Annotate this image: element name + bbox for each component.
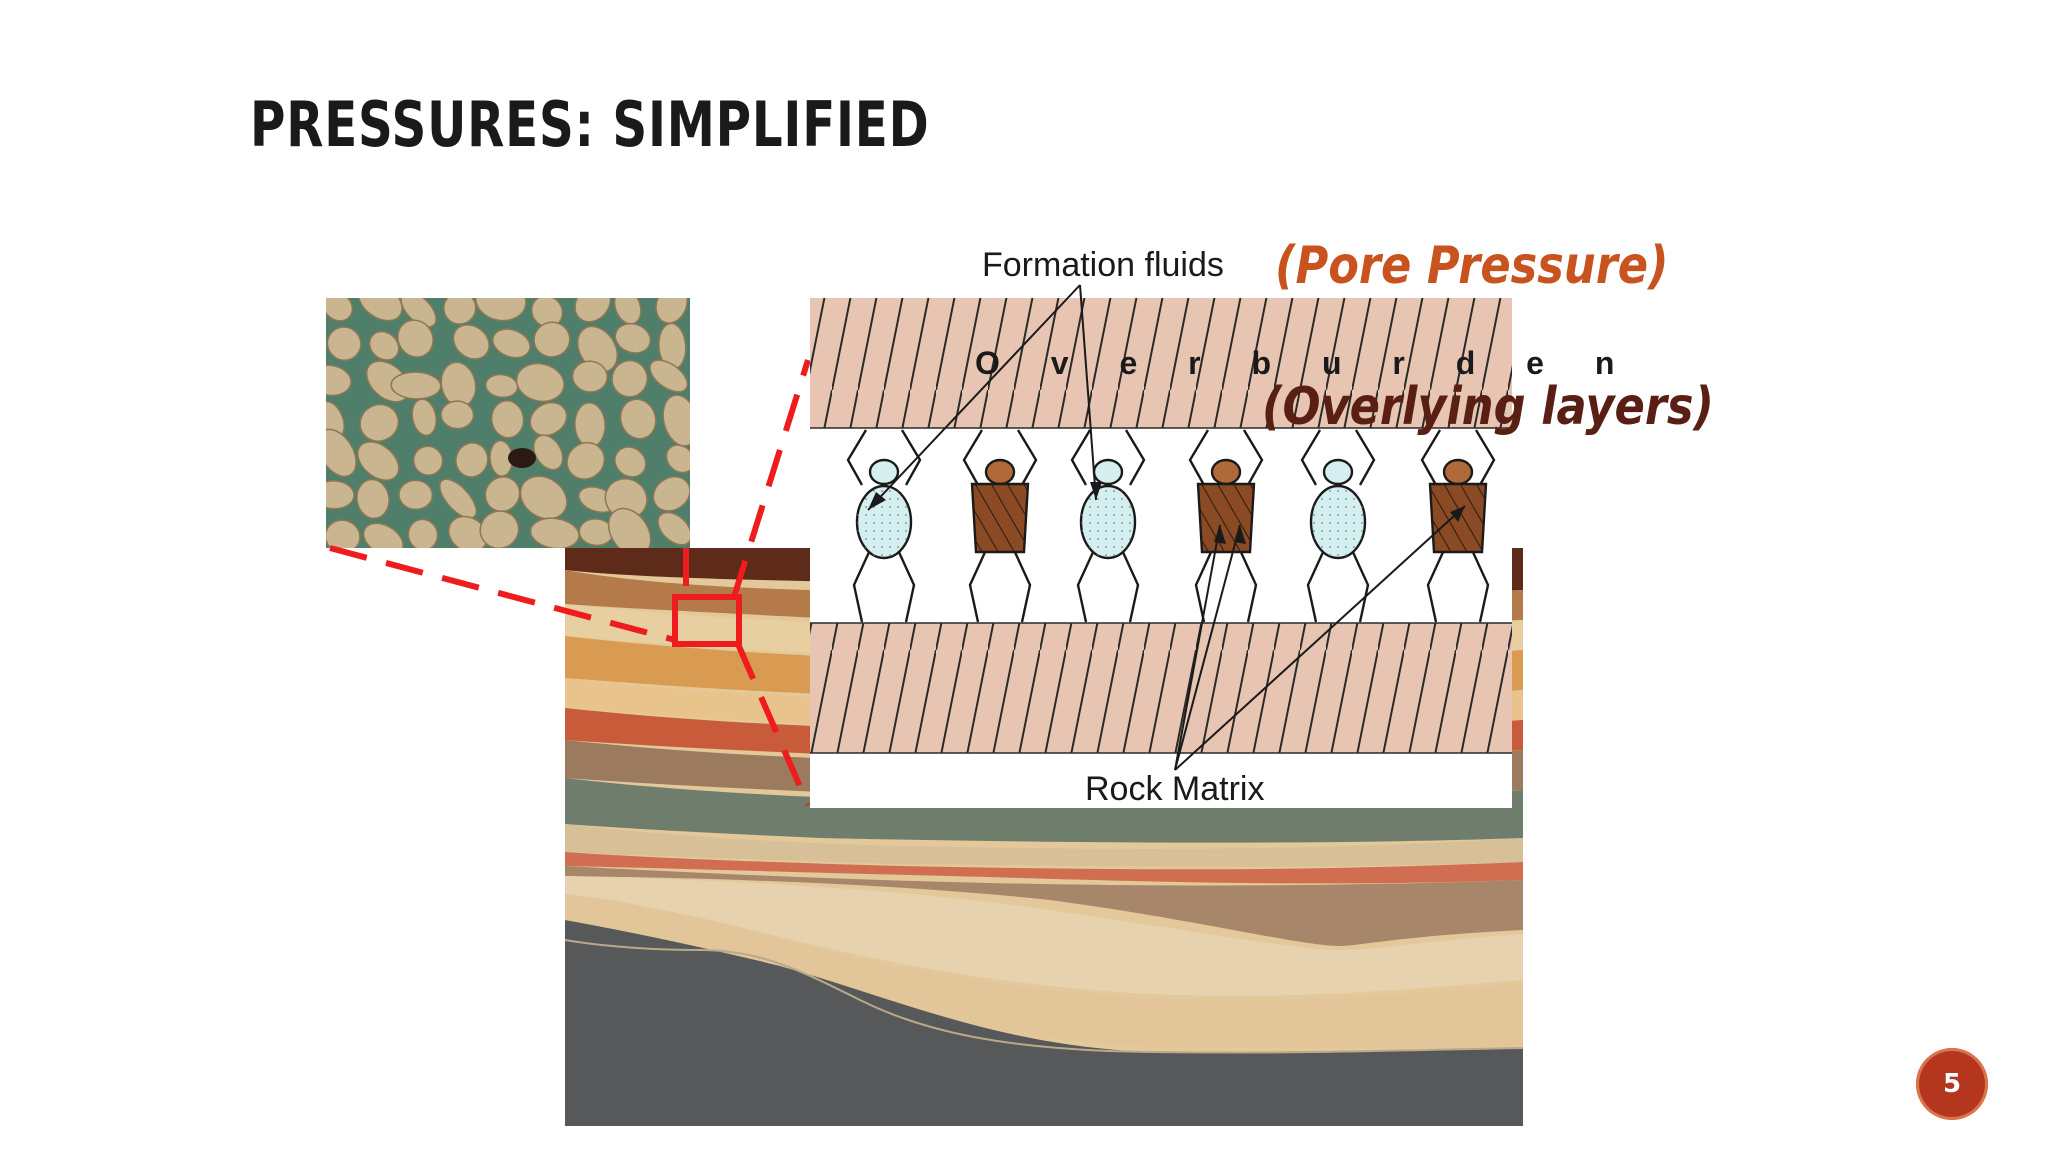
sand-grain xyxy=(533,321,571,358)
sand-grain xyxy=(368,330,400,361)
sand-grain xyxy=(359,403,400,442)
formation-fluids-label: Formation fluids xyxy=(982,246,1224,284)
sand-grain xyxy=(412,445,444,476)
sand-grain xyxy=(607,507,652,548)
pointer-arrows xyxy=(867,284,1466,771)
sand-grain xyxy=(529,517,580,548)
fluid-figure xyxy=(1300,429,1376,623)
overburden-label: O v e r b u r d e n xyxy=(975,345,1636,381)
sand-grain xyxy=(474,298,527,322)
sand-grain xyxy=(490,400,525,439)
slide-title: PRESSURES: SIMPLIFIED xyxy=(250,88,930,161)
sand-grain xyxy=(611,359,649,398)
sand-grain xyxy=(443,298,477,325)
sand-grain xyxy=(655,298,688,324)
sand-grain xyxy=(455,442,489,478)
sand-grain xyxy=(439,478,478,519)
sand-grain xyxy=(326,326,362,361)
sand-grain xyxy=(492,328,531,359)
pressure-diagram xyxy=(810,284,1512,808)
sand-grain xyxy=(452,324,490,360)
sand-grain xyxy=(362,522,404,548)
sand-grain xyxy=(515,362,565,403)
sand-grain xyxy=(484,476,521,513)
sand-grain xyxy=(398,479,434,511)
sand-grain xyxy=(411,398,437,437)
sand-grain xyxy=(519,475,568,520)
sand-grain xyxy=(571,360,608,393)
sand-grain xyxy=(479,510,520,548)
zoom-box xyxy=(672,594,742,647)
sand-grain xyxy=(619,398,657,440)
sand-grain xyxy=(566,441,606,480)
sand-grain xyxy=(657,511,690,546)
sand-grain xyxy=(326,480,355,510)
sand-grain xyxy=(440,400,475,430)
sand-grain xyxy=(665,444,690,474)
sand-grain xyxy=(614,322,652,354)
sand-grain xyxy=(576,325,619,373)
rock-figure xyxy=(962,429,1038,623)
sand-grain xyxy=(357,441,400,481)
sand-grain xyxy=(357,298,403,322)
sand-grain xyxy=(397,319,434,358)
zoom-lines xyxy=(329,359,811,807)
sand-grain xyxy=(326,519,361,548)
sand-grain xyxy=(574,298,612,323)
sand-grain xyxy=(326,428,357,478)
fluid-figure xyxy=(846,429,922,623)
page-number-badge: 5 xyxy=(1916,1048,1988,1120)
sand-grain xyxy=(407,518,439,548)
sand-grain xyxy=(447,515,488,548)
sand-grain xyxy=(484,373,519,399)
sandstone-photo xyxy=(326,298,690,548)
sand-grain xyxy=(326,298,354,322)
overlying-layers-annotation: (Overlying layers) xyxy=(1262,377,1714,437)
sand-grain xyxy=(652,476,690,512)
sand-grain xyxy=(614,446,647,478)
sand-grain xyxy=(529,401,568,437)
sand-grain xyxy=(662,394,690,447)
rock-matrix-label: Rock Matrix xyxy=(1085,770,1265,808)
pore-pressure-annotation: (Pore Pressure) xyxy=(1275,236,1669,296)
sand-grain xyxy=(400,298,437,328)
fluid-figure xyxy=(1070,429,1146,623)
sand-grain xyxy=(532,434,564,471)
sand-grain xyxy=(390,371,442,400)
sand-grain xyxy=(326,364,352,397)
sand-grain xyxy=(356,478,390,520)
sand-grain xyxy=(649,359,689,393)
